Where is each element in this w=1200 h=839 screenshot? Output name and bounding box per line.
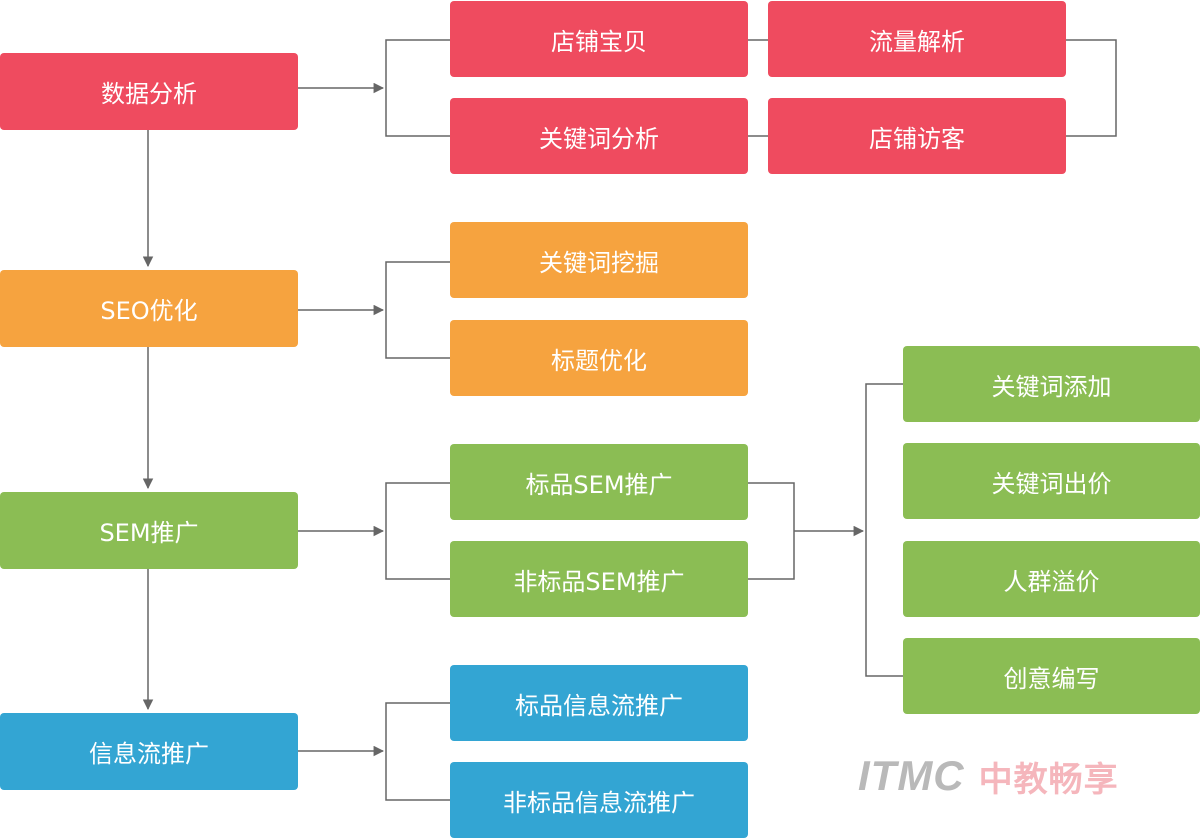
- keyword-mining-node: 关键词挖掘: [450, 222, 748, 298]
- logo-english-text: ITMC: [858, 752, 965, 799]
- bracket-feed: [385, 702, 450, 801]
- title-optimization-node: 标题优化: [450, 320, 748, 396]
- bracket-sem-right: [748, 482, 795, 580]
- bracket-sem-actions: [865, 383, 903, 677]
- nonstandard-sem-node: 非标品SEM推广: [450, 541, 748, 617]
- creative-writing-node: 创意编写: [903, 638, 1200, 714]
- keyword-analysis-node: 关键词分析: [450, 98, 748, 174]
- standard-feed-node: 标品信息流推广: [450, 665, 748, 741]
- traffic-analysis-node: 流量解析: [768, 1, 1066, 77]
- feed-node: 信息流推广: [0, 713, 298, 790]
- store-items-node: 店铺宝贝: [450, 1, 748, 77]
- logo-chinese-text: 中教畅享: [978, 759, 1119, 800]
- nonstandard-feed-node: 非标品信息流推广: [450, 762, 748, 838]
- bracket-analysis-right: [1066, 39, 1117, 137]
- sem-node: SEM推广: [0, 492, 298, 569]
- store-visitors-node: 店铺访客: [768, 98, 1066, 174]
- keyword-add-node: 关键词添加: [903, 346, 1200, 422]
- bracket-sem: [385, 482, 450, 580]
- data-analysis-node: 数据分析: [0, 53, 298, 130]
- bracket-seo: [385, 261, 450, 359]
- crowd-premium-node: 人群溢价: [903, 541, 1200, 617]
- itmc-logo: ITMC 中教畅享: [858, 752, 1119, 800]
- standard-sem-node: 标品SEM推广: [450, 444, 748, 520]
- bracket-analysis: [385, 39, 450, 137]
- seo-node: SEO优化: [0, 270, 298, 347]
- keyword-bid-node: 关键词出价: [903, 443, 1200, 519]
